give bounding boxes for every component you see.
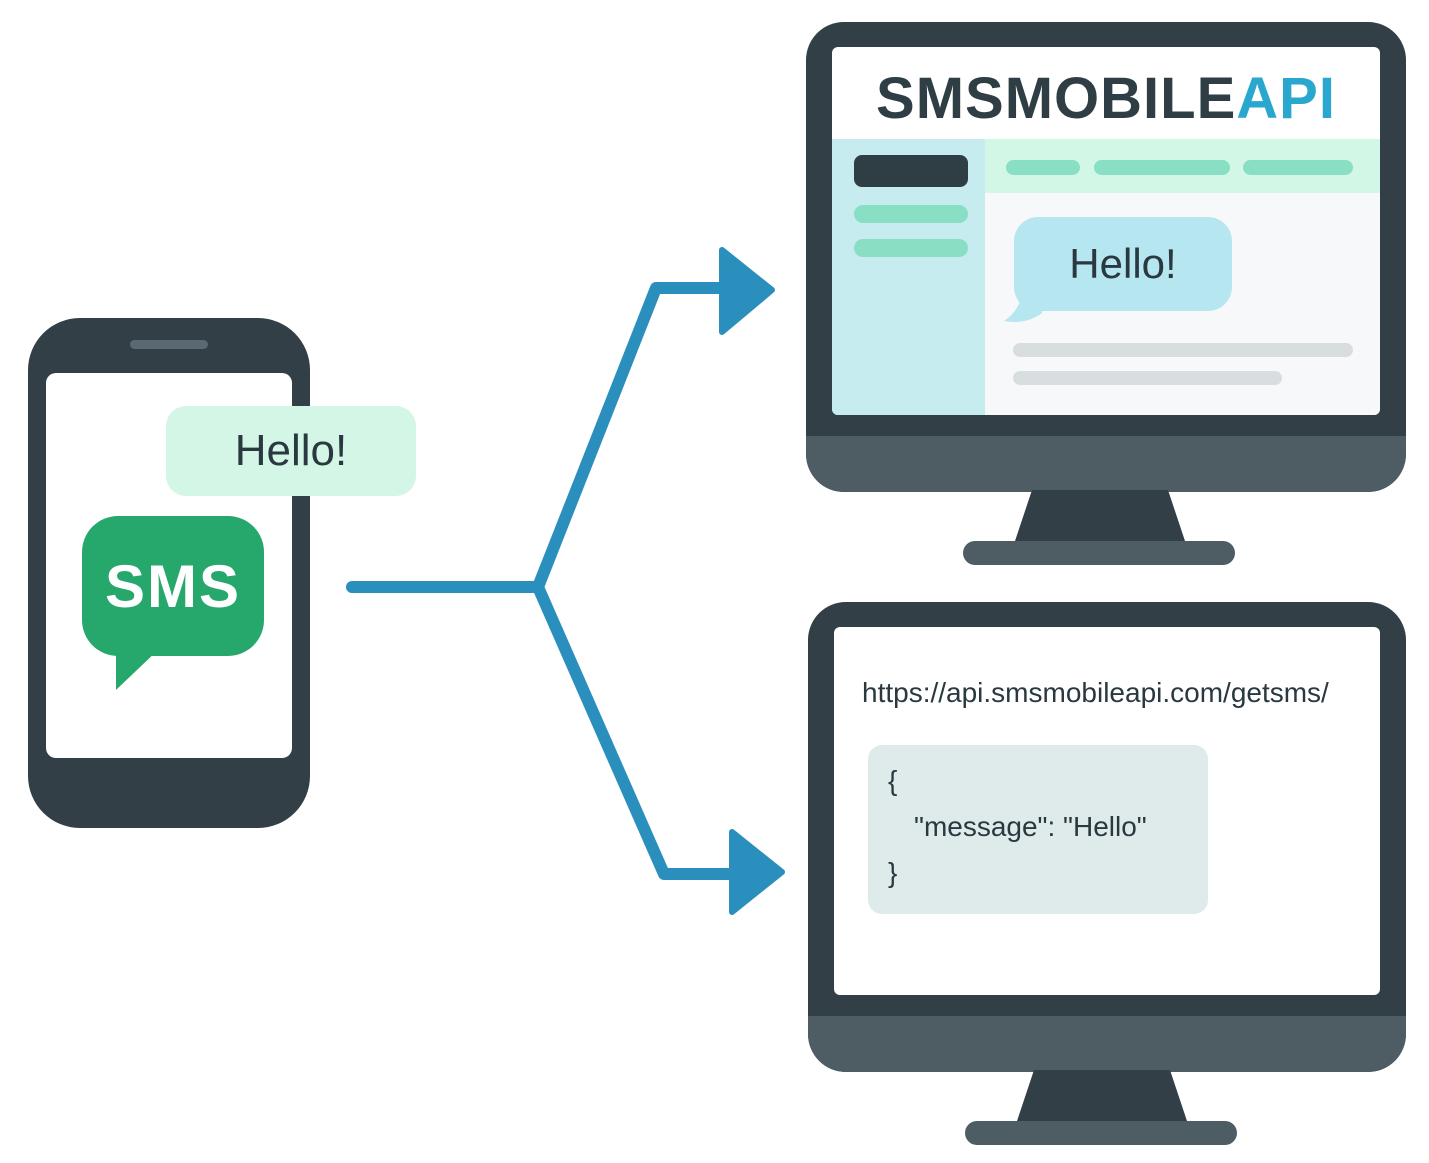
logo-main-text: SMSMOBILE bbox=[876, 66, 1237, 131]
topbar-item[interactable] bbox=[1006, 160, 1080, 175]
json-open-brace: { bbox=[888, 765, 898, 796]
dashboard-message-text: Hello! bbox=[1069, 240, 1177, 287]
json-message-line: "message": "Hello" bbox=[914, 811, 1147, 842]
monitor-api-chin bbox=[808, 1016, 1406, 1072]
sidebar-item[interactable] bbox=[854, 205, 968, 223]
connector-branch-top bbox=[532, 282, 734, 593]
topbar-item[interactable] bbox=[1094, 160, 1230, 175]
api-endpoint-url: https://api.smsmobileapi.com/getsms/ bbox=[862, 677, 1329, 708]
monitor-api-stand bbox=[1016, 1070, 1188, 1124]
json-close-brace: } bbox=[888, 857, 898, 888]
monitor-dashboard-base bbox=[963, 541, 1235, 565]
placeholder-text-line bbox=[1013, 371, 1282, 385]
connector-branch-bottom bbox=[532, 581, 744, 880]
sms-chat-icon: SMS bbox=[82, 516, 264, 656]
phone-message-text: Hello! bbox=[234, 426, 348, 475]
monitor-api-base bbox=[965, 1121, 1237, 1145]
json-code-block: { "message": "Hello" } bbox=[868, 745, 1208, 914]
placeholder-text-line bbox=[1013, 343, 1353, 357]
monitor-dashboard-chin bbox=[806, 436, 1406, 492]
logo-accent-text: API bbox=[1236, 66, 1336, 131]
brand-logo: SMSMOBILEAPI bbox=[832, 65, 1380, 132]
phone-speaker bbox=[130, 340, 208, 349]
arrowhead-top-icon bbox=[719, 247, 775, 335]
arrowhead-bottom-icon bbox=[729, 829, 785, 915]
sms-bubble-tail-icon bbox=[116, 648, 160, 690]
sms-label: SMS bbox=[104, 552, 242, 620]
sidebar-item[interactable] bbox=[854, 239, 968, 257]
topbar-item[interactable] bbox=[1243, 160, 1353, 175]
monitor-dashboard-stand bbox=[1014, 490, 1186, 544]
dashboard-message-bubble: Hello! bbox=[1014, 217, 1232, 311]
phone-message-bubble: Hello! bbox=[166, 406, 416, 496]
api-screen: https://api.smsmobileapi.com/getsms/ { "… bbox=[834, 627, 1380, 995]
dashboard-screen: SMSMOBILEAPI Hello! bbox=[832, 47, 1380, 415]
sidebar-active-item[interactable] bbox=[854, 155, 968, 187]
